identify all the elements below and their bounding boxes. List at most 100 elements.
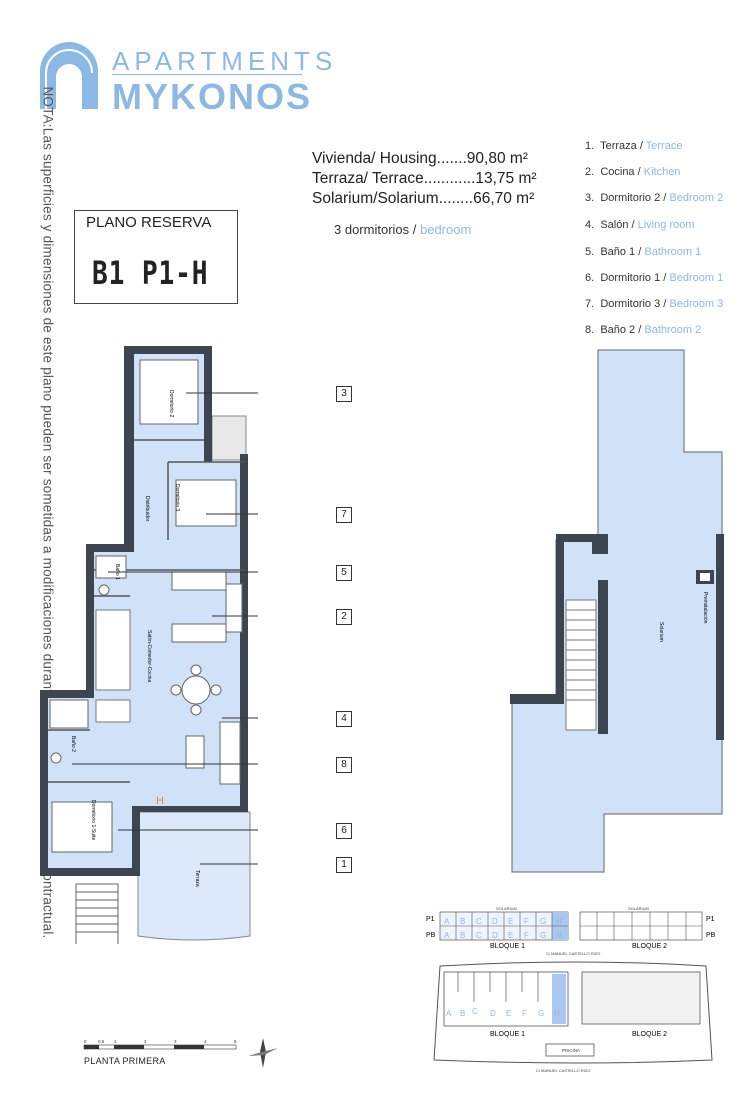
svg-text:F: F [524,931,529,940]
dormitorios-count: 3 dormitorios / bedroom [334,222,471,237]
svg-text:D: D [492,931,498,940]
callout-6: 6 [336,823,352,839]
bathtub [95,555,127,579]
label-bano2: Baño 2 [70,736,76,752]
svg-text:0,5: 0,5 [98,1039,105,1044]
plano-title: PLANO RESERVA [86,214,212,231]
legend-item: 5. Baño 1 / Bathroom 1 [585,246,702,258]
label-terraza: Terraza [194,870,200,887]
plano-reserva-box [74,210,238,304]
legend-item: 1. Terraza / Terrace [585,140,683,152]
svg-text:5: 5 [234,1039,237,1044]
svg-text:G: G [540,931,546,940]
callout-3: 3 [336,386,352,402]
svg-text:A: A [444,917,450,926]
kitchen-island [225,583,243,633]
floor-plan: Dormitorio 2 Dormitorio 3 Distribuidor S… [40,346,258,944]
label-preinstalacion: Preinstalación [702,592,708,624]
bed [51,801,113,853]
label-dormitorio1: Dormitorio 1-Suite [90,800,96,841]
floor-p1-right: P1 [706,916,715,923]
area-solarium: Solarium/Solarium........66,70 m² [312,190,535,207]
svg-text:E: E [506,1009,511,1018]
svg-text:G: G [540,917,546,926]
svg-text:3: 3 [174,1039,177,1044]
label-distribuidor: Distribuidor [144,496,150,522]
logo-mykonos: MYKONOS [112,76,313,117]
logo-apartments: APARTMENTS [112,46,338,76]
svg-text:A: A [444,931,450,940]
solarium-tag-2: SOLARIUM [628,906,649,911]
dormitorios-en: bedroom [419,222,472,237]
callout-2: 2 [336,609,352,625]
plano-code: B1 P1-H [92,254,209,292]
piscina [545,1043,595,1057]
floor-pb: PB [426,932,436,939]
shower [49,699,89,729]
north-arrow-icon [248,1038,278,1068]
legend-item: 4. Salón / Living room [585,219,695,231]
svg-text:F: F [522,1009,527,1018]
callout-5: 5 [336,565,352,581]
svg-text:0: 0 [84,1039,87,1044]
svg-text:D: D [490,1009,496,1018]
unit-letter: H [156,795,164,807]
svg-text:B: B [460,931,465,940]
svg-text:C: C [476,931,482,940]
label-bano1: Baño 1 [114,564,120,580]
solarium-tag-1: SOLARIUM [496,906,517,911]
legend-item: 6. Dormitorio 1 / Bedroom 1 [585,272,724,284]
bloque2-label: BLOQUE 2 [632,943,667,950]
callout-1: 1 [336,857,352,873]
street-label-1: C/ MANUEL CASTELLO RIZO [546,951,600,956]
svg-text:A: A [446,1009,452,1018]
svg-text:H: H [556,931,562,940]
bloque1-label: BLOQUE 1 [490,943,525,950]
bloque1-site-label: BLOQUE 1 [490,1031,525,1038]
legend-item: 7. Dormitorio 3 / Bedroom 3 [585,298,724,310]
label-salon: Salón-Comedor-Cocina [146,630,152,682]
dining-table [181,675,211,705]
dormitorios-es: 3 dormitorios / [334,222,420,237]
legend-item: 2. Cocina / Kitchen [585,166,681,178]
street-label-2: C/ MANUEL CASTELLO RIZO [536,1068,590,1073]
svg-text:E: E [508,931,513,940]
callout-4: 4 [336,711,352,727]
legend-item: 3. Dormitorio 2 / Bedroom 2 [585,192,724,204]
site-elevation: P1 PB P1 PB SOLARIUM SOLARIUM A B C D E F G… [426,906,716,956]
bed [139,359,199,425]
planter [211,415,247,461]
svg-text:C: C [472,1007,478,1016]
kitchen-counter [171,623,227,643]
svg-text:H: H [556,917,562,926]
kitchen-counter [171,571,227,591]
area-terrace: Terraza/ Terrace............13,75 m² [312,170,537,187]
logo-arch-icon [40,42,98,109]
svg-text:4: 4 [204,1039,207,1044]
svg-text:E: E [508,917,513,926]
svg-text:G: G [538,1009,544,1018]
callout-8: 8 [336,757,352,773]
callout-7: 7 [336,507,352,523]
floor-pb-right: PB [706,932,716,939]
label-solarium: Solarium [658,622,664,642]
svg-text:F: F [524,917,529,926]
svg-text:H: H [554,1009,560,1018]
terrace-fill [137,811,251,941]
solarium-fill [511,349,723,873]
piscina-label: PISCINA [562,1048,580,1053]
svg-text:B: B [460,917,465,926]
label-dormitorio2: Dormitorio 2 [168,390,174,417]
floor-p1: P1 [426,916,435,923]
svg-text:C: C [476,917,482,926]
svg-text:D: D [492,917,498,926]
area-housing: Vivienda/ Housing.......90,80 m² [312,150,528,167]
legend-item: 8. Baño 2 / Bathroom 2 [585,324,702,336]
solarium-plan: Solarium Preinstalación [510,349,724,873]
svg-text:2: 2 [144,1039,147,1044]
logo-divider [112,74,302,75]
svg-text:1: 1 [114,1039,117,1044]
coffee-table [185,735,205,769]
sofa [219,721,241,785]
